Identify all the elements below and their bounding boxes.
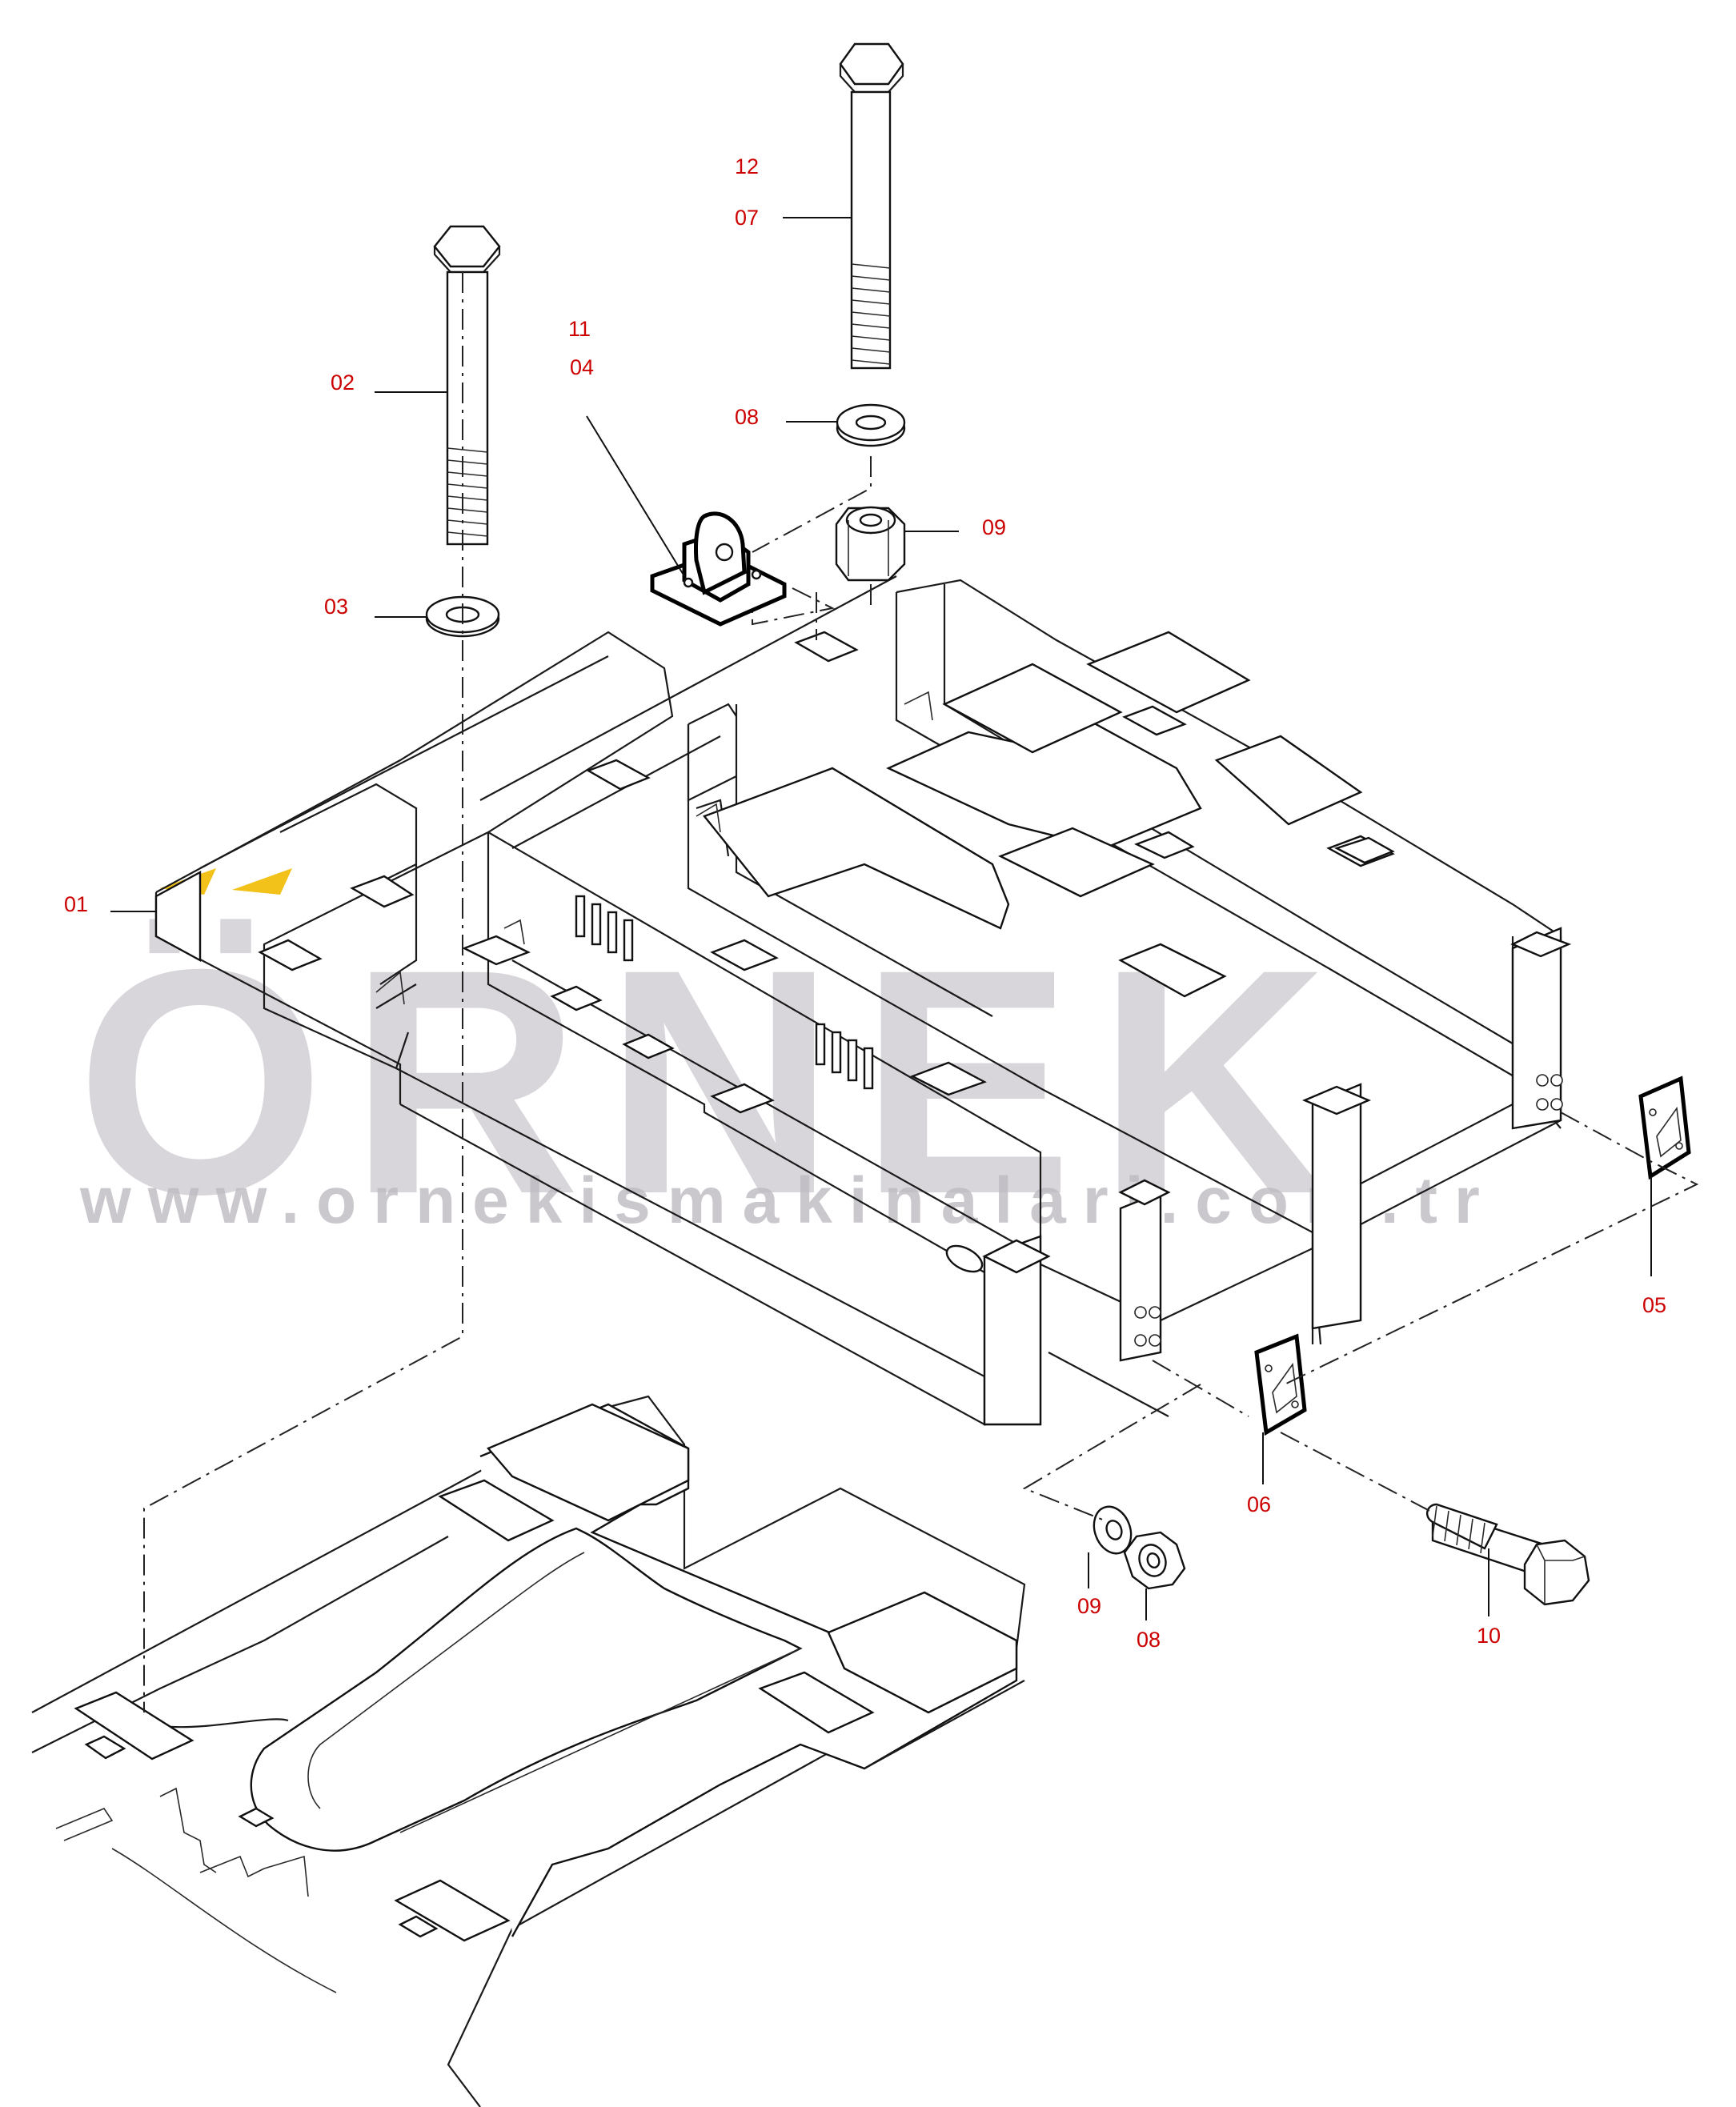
pad-plate xyxy=(758,1671,875,1734)
end-post xyxy=(1511,927,1562,1130)
mount-pad xyxy=(586,759,651,791)
mount-pad xyxy=(462,935,531,966)
bracket-tab xyxy=(591,903,602,946)
bolt-head xyxy=(839,42,904,86)
bolt-hole xyxy=(1134,1306,1147,1319)
mount-pad xyxy=(1122,705,1187,736)
watermark-accent-mark xyxy=(232,868,292,895)
callout-11: 11 xyxy=(568,317,591,341)
mount-pad xyxy=(1118,943,1227,998)
plate-06 xyxy=(1254,1333,1307,1436)
bolt-07 xyxy=(839,42,904,370)
assembly-lines xyxy=(143,272,1699,1712)
mount-pad xyxy=(1333,836,1395,864)
callout-10: 10 xyxy=(1477,1624,1501,1648)
pad-plate xyxy=(74,1691,194,1761)
callout-02: 02 xyxy=(331,371,355,395)
bracket-tab xyxy=(863,1047,874,1090)
lower-chassis xyxy=(31,1395,1026,2107)
callout-03: 03 xyxy=(324,595,348,619)
leader-lines xyxy=(110,217,1652,1620)
bracket-04 xyxy=(650,511,787,627)
bolt-hole xyxy=(1134,1334,1147,1347)
end-post-cap xyxy=(1301,1085,1372,1116)
bolt-hole xyxy=(1536,1074,1549,1087)
cover-plate xyxy=(703,767,1010,930)
bracket-tab xyxy=(575,895,586,938)
pad-plate xyxy=(238,1807,275,1828)
cover-plate xyxy=(942,663,1123,754)
watermark: ÖRNEK www.ornekismakinalari.com.tr xyxy=(76,868,1497,1260)
perforated-plate xyxy=(487,1403,690,1522)
callout-12: 12 xyxy=(735,154,759,178)
cover-plate xyxy=(1086,631,1251,714)
bolt-hole xyxy=(1536,1098,1549,1111)
callout-07: 07 xyxy=(735,206,759,230)
nut-08-bottom xyxy=(1123,1531,1186,1590)
mount-pad xyxy=(710,939,779,971)
bracket-tab xyxy=(607,911,618,954)
watermark-url: www.ornekismakinalari.com.tr xyxy=(79,1164,1497,1237)
callout-08-top: 08 xyxy=(735,405,759,429)
callout-09-top: 09 xyxy=(982,515,1006,539)
callout-01: 01 xyxy=(64,892,88,916)
mount-pad xyxy=(710,1083,775,1114)
bolt-head xyxy=(1523,1539,1590,1606)
bracket-tab xyxy=(815,1023,826,1066)
bolt-hole xyxy=(1149,1334,1161,1347)
washer-08-top xyxy=(836,403,906,447)
cover-plate xyxy=(1214,735,1363,826)
bolt-02 xyxy=(433,225,501,546)
end-post xyxy=(1311,1083,1362,1330)
mount-pad xyxy=(1133,831,1195,859)
cover-plate xyxy=(998,827,1155,898)
nut-09-top xyxy=(835,506,906,582)
mount-pad xyxy=(622,1033,675,1060)
bracket-tab xyxy=(623,919,634,962)
bolt-hole xyxy=(1550,1098,1563,1111)
mount-pad xyxy=(794,631,859,663)
pad-plate xyxy=(398,1915,439,1938)
pad-plate xyxy=(84,1735,126,1760)
cover-plate xyxy=(886,719,1202,850)
bolt-shank xyxy=(446,270,489,546)
perforated-plate xyxy=(827,1591,1018,1714)
callout-04: 04 xyxy=(570,355,594,379)
bolt-10 xyxy=(1425,1503,1590,1606)
callout-09-bottom: 09 xyxy=(1077,1594,1101,1618)
end-post-cap xyxy=(982,1239,1051,1274)
callout-06: 06 xyxy=(1247,1492,1271,1516)
end-post-cap xyxy=(1118,1179,1171,1206)
bracket-tab xyxy=(831,1031,842,1074)
mount-pad xyxy=(258,939,323,971)
pad-plate xyxy=(438,1479,555,1542)
bolt-shank xyxy=(850,90,892,370)
mount-pad xyxy=(910,1061,987,1096)
upper-subframe xyxy=(154,575,1572,1426)
end-post-cap xyxy=(1510,931,1572,958)
bolt-head xyxy=(433,225,501,268)
washer-09-bottom xyxy=(1093,1505,1133,1555)
front-box xyxy=(154,870,202,963)
bolt-hole xyxy=(1550,1074,1563,1087)
callout-05: 05 xyxy=(1642,1293,1666,1317)
oval-slot xyxy=(945,1244,984,1273)
bolt-hole xyxy=(1149,1306,1161,1319)
callout-08-bottom: 08 xyxy=(1137,1628,1161,1652)
pad-plate xyxy=(394,1879,511,1942)
mount-pad xyxy=(350,875,415,908)
bracket-tab xyxy=(847,1039,858,1082)
callout-labels: 12 07 11 04 02 08 09 03 01 05 06 09 08 1… xyxy=(64,154,1666,1652)
mount-pad xyxy=(550,985,603,1011)
plate-05 xyxy=(1638,1076,1691,1180)
